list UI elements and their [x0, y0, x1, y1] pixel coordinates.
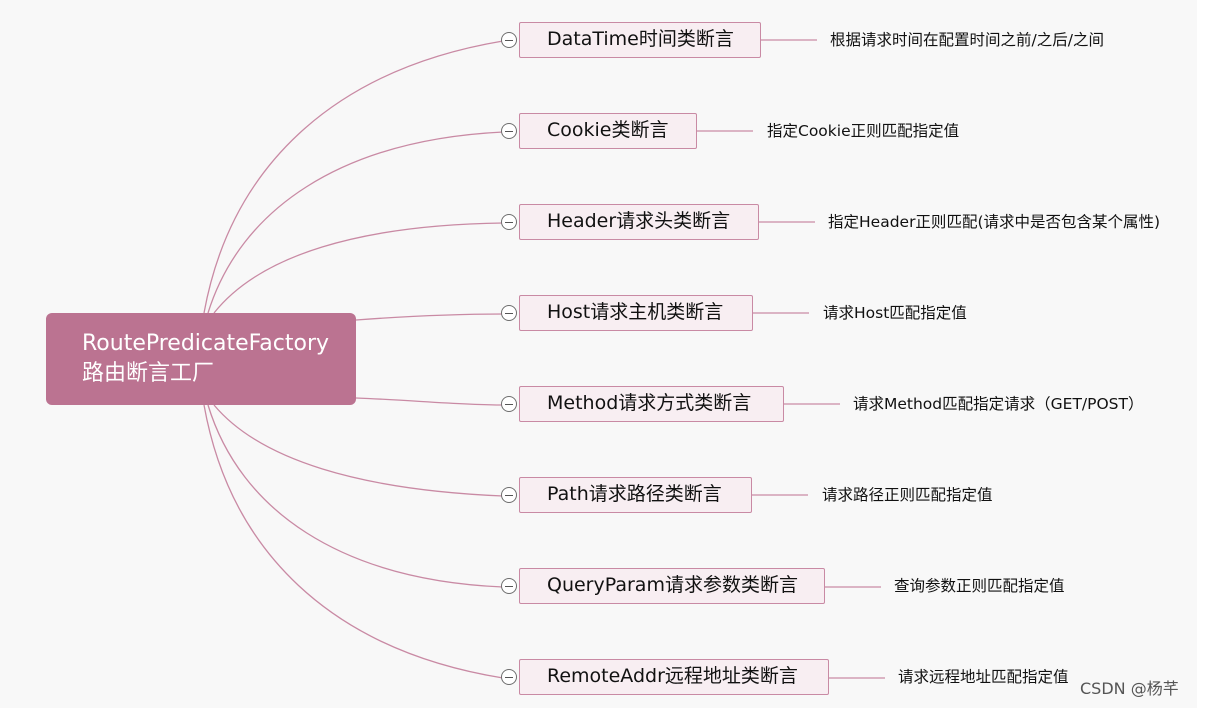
root-node[interactable]: RoutePredicateFactory 路由断言工厂 [46, 313, 356, 405]
watermark: CSDN @杨芊 [1080, 679, 1179, 698]
branch-label: Cookie类断言 [547, 119, 669, 141]
branch-label: Path请求路径类断言 [547, 483, 722, 505]
connector-7 [203, 404, 504, 679]
branch-node-datatime[interactable]: DataTime时间类断言 [519, 22, 761, 58]
branch-label: RemoteAddr远程地址类断言 [547, 665, 798, 687]
branch-desc-cookie: 指定Cookie正则匹配指定值 [767, 122, 960, 140]
connector-2 [213, 222, 504, 314]
connector-6 [207, 404, 504, 588]
collapse-minus-icon[interactable] [501, 396, 517, 412]
branch-node-queryparam[interactable]: QueryParam请求参数类断言 [519, 568, 825, 604]
branch-node-cookie[interactable]: Cookie类断言 [519, 113, 697, 149]
root-title: RoutePredicateFactory [82, 331, 330, 356]
branch-label: DataTime时间类断言 [547, 28, 734, 50]
connector-0 [203, 40, 504, 314]
branch-node-remoteaddr[interactable]: RemoteAddr远程地址类断言 [519, 659, 829, 695]
connector-1 [207, 131, 504, 314]
collapse-minus-icon[interactable] [501, 487, 517, 503]
branch-label: QueryParam请求参数类断言 [547, 574, 798, 596]
connector-3 [355, 313, 504, 321]
collapse-minus-icon[interactable] [501, 578, 517, 594]
collapse-minus-icon[interactable] [501, 123, 517, 139]
branch-label: Host请求主机类断言 [547, 301, 724, 323]
connector-5 [213, 404, 504, 497]
branch-label: Method请求方式类断言 [547, 392, 752, 414]
branch-desc-datatime: 根据请求时间在配置时间之前/之后/之间 [830, 31, 1104, 49]
collapse-minus-icon[interactable] [501, 669, 517, 685]
branch-node-header[interactable]: Header请求头类断言 [519, 204, 759, 240]
branch-desc-method: 请求Method匹配指定请求（GET/POST） [853, 395, 1144, 413]
branch-label: Header请求头类断言 [547, 210, 731, 232]
branch-desc-queryparam: 查询参数正则匹配指定值 [894, 577, 1065, 595]
connector-4 [355, 397, 504, 406]
collapse-minus-icon[interactable] [501, 305, 517, 321]
branch-desc-host: 请求Host匹配指定值 [823, 304, 967, 322]
branch-desc-remoteaddr: 请求远程地址匹配指定值 [898, 668, 1069, 686]
branch-desc-header: 指定Header正则匹配(请求中是否包含某个属性) [828, 213, 1161, 231]
branch-node-host[interactable]: Host请求主机类断言 [519, 295, 753, 331]
branch-node-path[interactable]: Path请求路径类断言 [519, 477, 752, 513]
root-subtitle: 路由断言工厂 [82, 361, 215, 386]
collapse-minus-icon[interactable] [501, 214, 517, 230]
branch-desc-path: 请求路径正则匹配指定值 [822, 486, 993, 504]
branch-node-method[interactable]: Method请求方式类断言 [519, 386, 784, 422]
collapse-minus-icon[interactable] [501, 32, 517, 48]
